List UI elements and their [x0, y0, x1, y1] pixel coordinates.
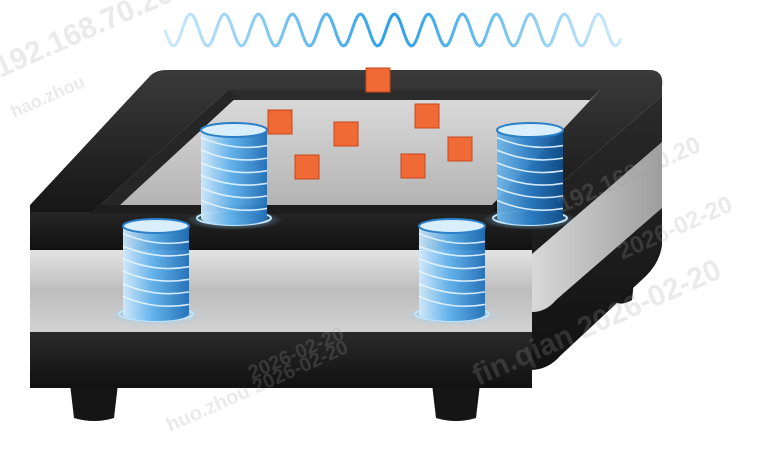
square-particle-icon: [267, 109, 293, 135]
square-particle-icon: [414, 103, 440, 129]
watermark-text: hao.zhou: [7, 71, 87, 121]
square-particle-icon: [400, 153, 426, 179]
coils: [107, 122, 579, 326]
square-particle-icon: [447, 136, 473, 162]
wave-icon: [163, 12, 623, 48]
square-particle-icon: [294, 154, 320, 180]
foot-icon: [432, 384, 480, 421]
coil-icon: [185, 122, 283, 230]
coil-icon: [481, 122, 579, 230]
particles: [267, 67, 473, 180]
square-particle-icon: [333, 121, 359, 147]
watermark-text: 192.168.70.20: [0, 0, 178, 84]
coil-icon: [403, 218, 501, 326]
coil-icon: [107, 218, 205, 326]
square-particle-icon: [365, 67, 391, 93]
foot-icon: [70, 384, 118, 421]
